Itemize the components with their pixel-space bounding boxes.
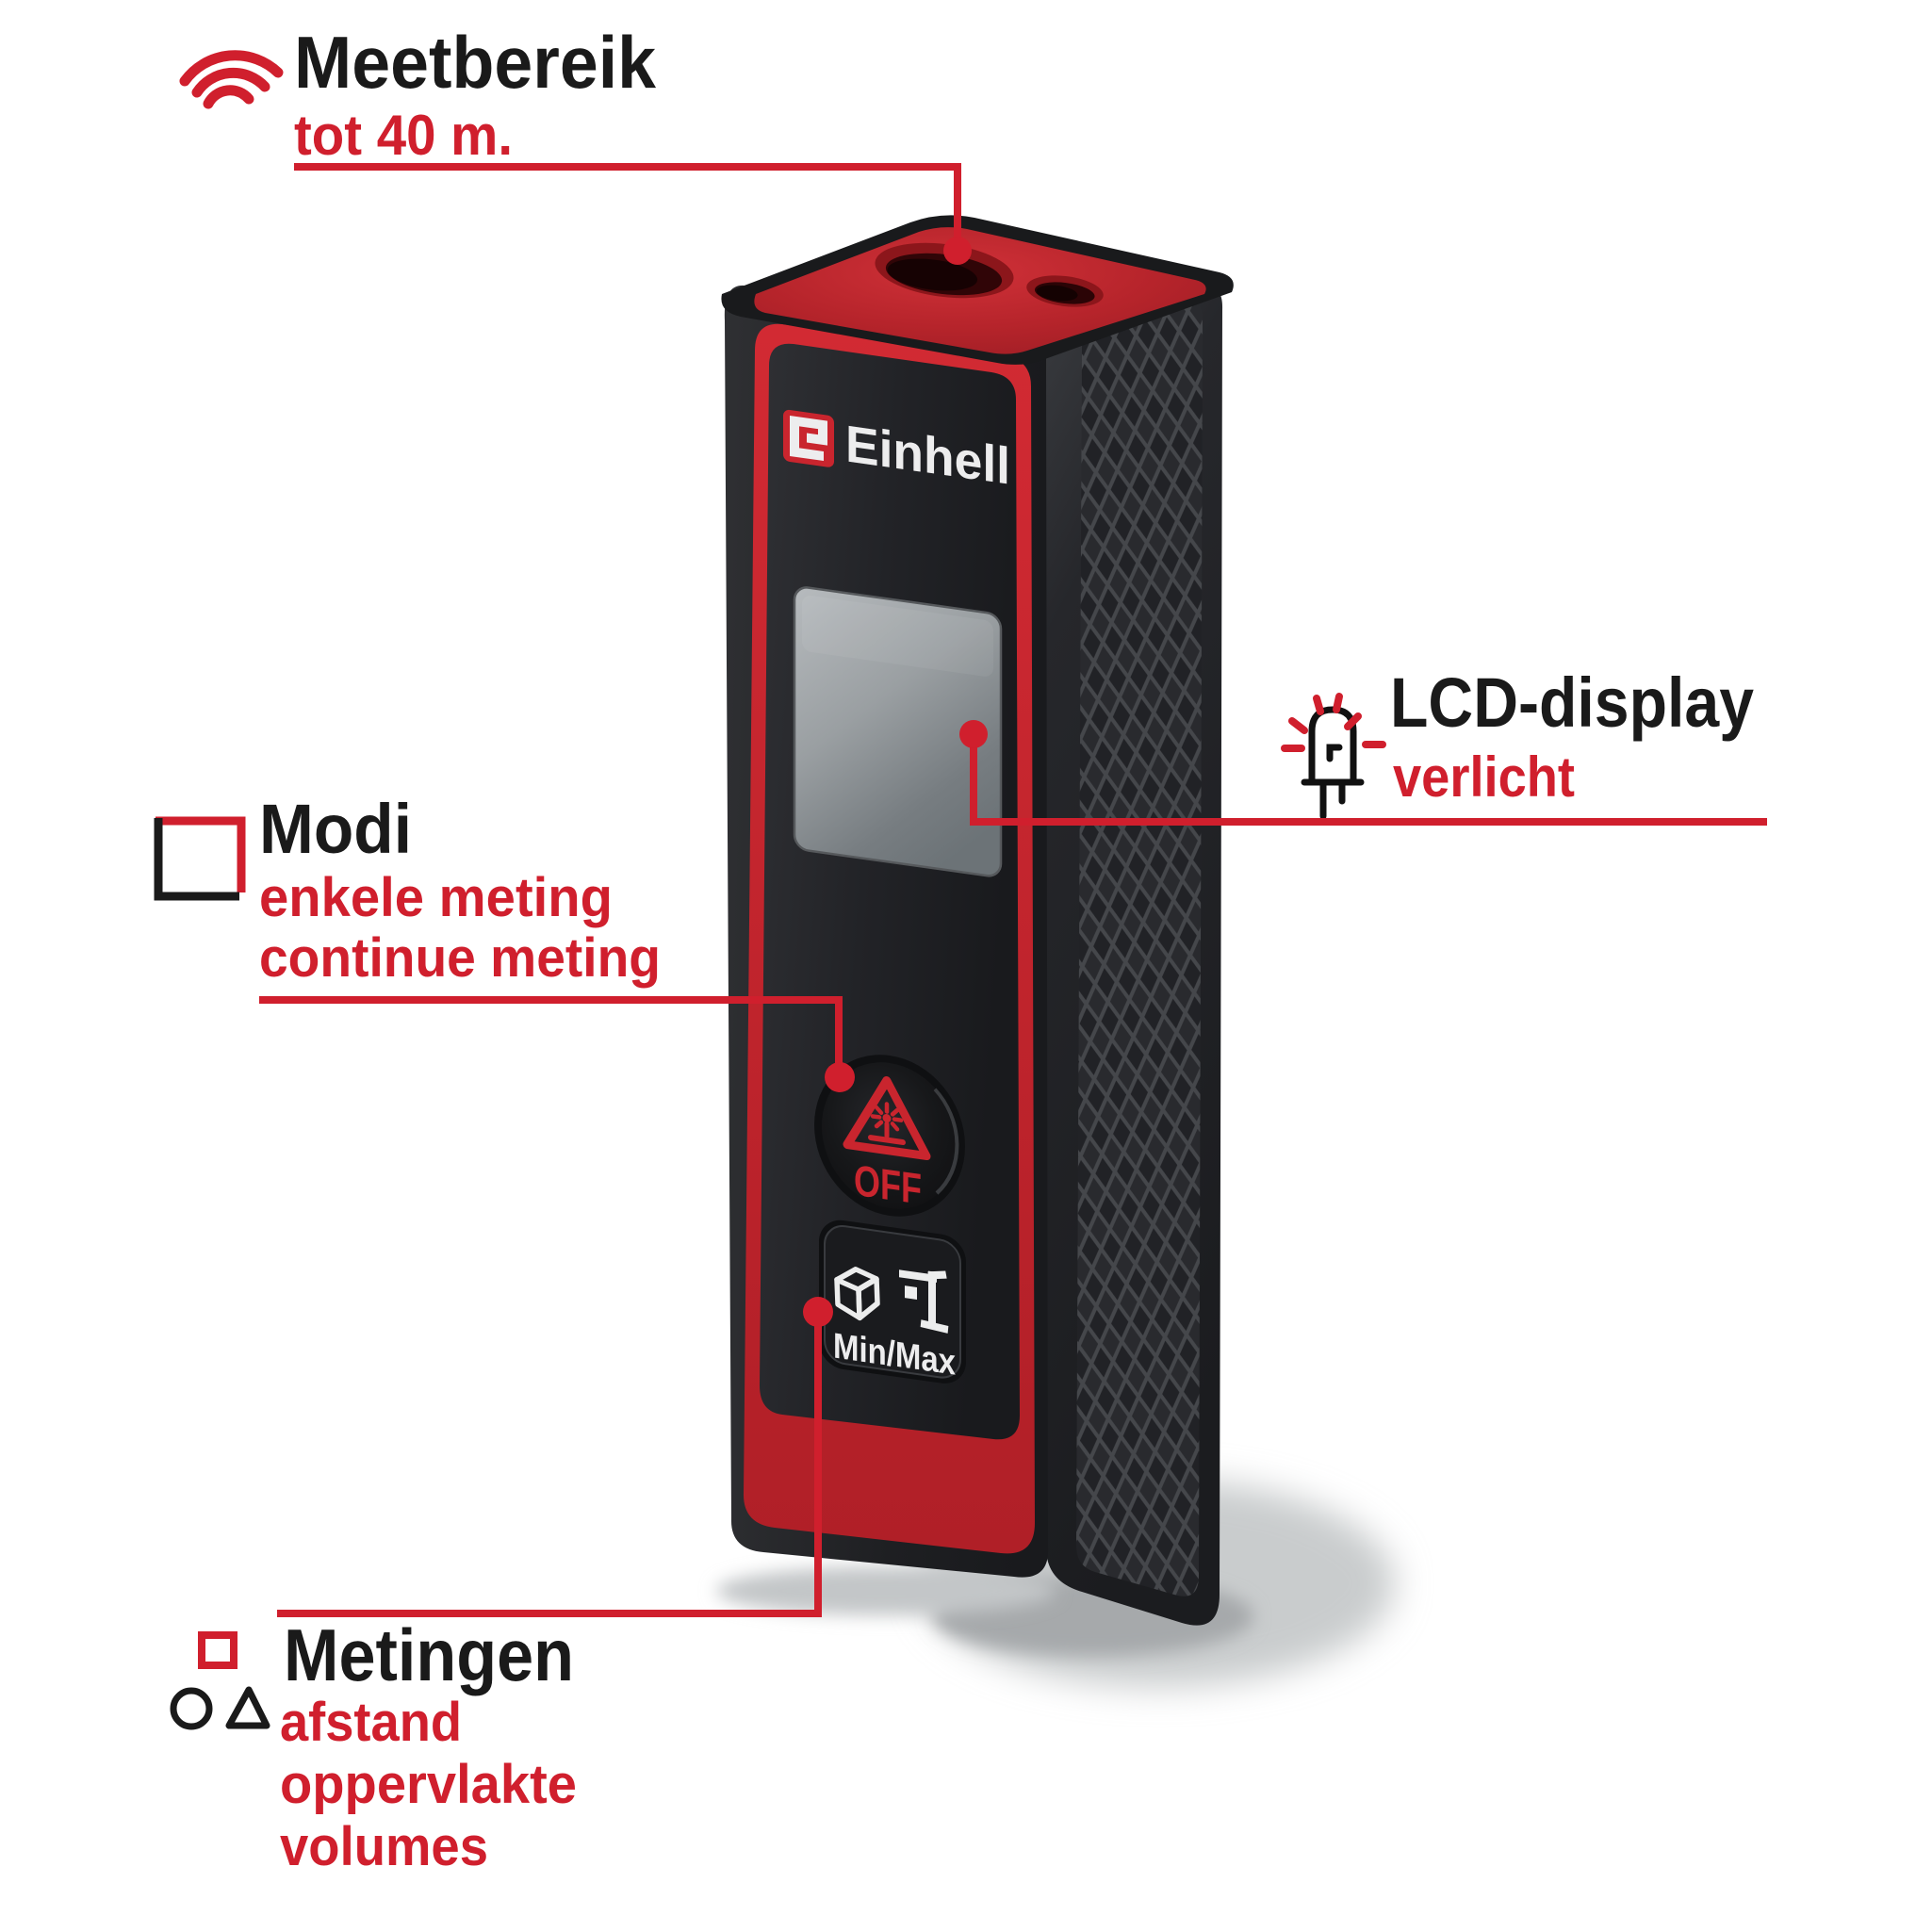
device-side-knurl — [1076, 303, 1203, 1596]
range-callout-line — [294, 163, 961, 239]
power-button-off-label: OFF — [854, 1155, 922, 1214]
display-callout: LCD-display verlicht — [959, 663, 1767, 826]
einhell-logo-e-icon — [790, 415, 827, 462]
lcd-screen-sheen — [802, 595, 993, 677]
modes-callout-title: Modi — [259, 790, 412, 868]
modes-callout-line2: continue meting — [259, 927, 661, 989]
area-corner-icon — [899, 1269, 949, 1334]
modes-callout-dot — [825, 1062, 855, 1092]
laser-warning-triangle-icon — [843, 1076, 931, 1160]
power-button — [822, 1062, 958, 1209]
signal-arcs-icon — [179, 50, 284, 109]
led-light-icon — [1281, 693, 1386, 820]
circle-shape-icon — [170, 1687, 213, 1730]
range-callout: Meetbereik tot 40 m. — [179, 21, 972, 265]
minmax-button-group: Min/Max — [819, 1220, 966, 1384]
range-callout-subtitle: tot 40 m. — [294, 104, 513, 167]
lcd-screen-group — [793, 586, 1003, 877]
display-callout-line — [970, 734, 1767, 826]
square-shape-icon — [198, 1631, 237, 1669]
display-callout-dot — [959, 720, 988, 748]
single-mode-square-icon — [154, 816, 246, 901]
product-shadow-front — [716, 1566, 1056, 1615]
triangle-shape-icon — [225, 1686, 270, 1729]
laser-beam-icon — [868, 1102, 906, 1145]
power-button-highlight — [933, 1088, 959, 1195]
measure-callout-line2: oppervlakte — [280, 1754, 577, 1815]
device: Einhell OFF — [716, 215, 1395, 1687]
measure-callout-dot — [803, 1297, 833, 1327]
modes-callout-line1: enkele meting — [259, 867, 613, 928]
laser-aperture-hole — [875, 242, 1014, 299]
measure-callout-line3: volumes — [280, 1816, 488, 1877]
measure-callout-line1: afstand — [280, 1692, 462, 1753]
measure-callout: Metingen afstand oppervlakte volumes — [170, 1297, 833, 1877]
volume-cube-icon — [834, 1267, 880, 1321]
modes-callout-line — [259, 996, 843, 1067]
display-callout-subtitle: verlicht — [1393, 745, 1575, 809]
modes-callout: Modi enkele meting continue meting — [154, 790, 855, 1092]
lcd-screen — [793, 586, 1003, 877]
measure-callout-line — [277, 1324, 822, 1617]
power-button-group: OFF — [814, 1055, 965, 1217]
measure-callout-title: Metingen — [284, 1613, 574, 1696]
display-callout-title: LCD-display — [1390, 663, 1754, 742]
range-callout-dot — [943, 237, 972, 265]
range-callout-title: Meetbereik — [294, 21, 657, 104]
receiver-hole — [1026, 275, 1104, 307]
minmax-button — [824, 1225, 961, 1379]
